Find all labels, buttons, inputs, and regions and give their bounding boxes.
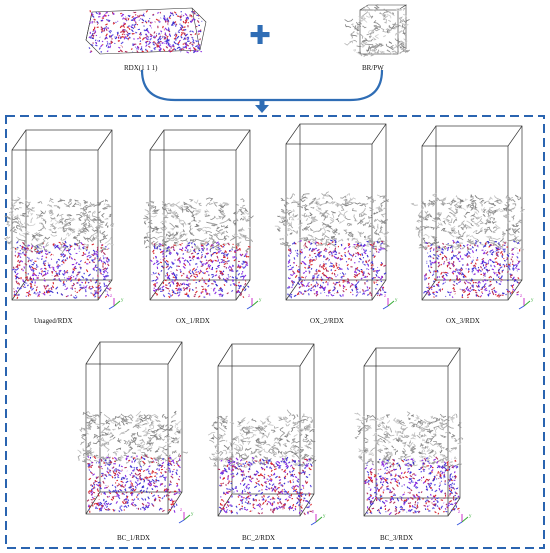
axis-z-label: z — [180, 508, 183, 513]
system-label-bc3: BC_3/RDX — [380, 534, 414, 542]
axis-indicator: zy — [382, 294, 398, 310]
system-label-ox3: OX_3/RDX — [446, 317, 480, 325]
binder-label: BR/PW — [362, 64, 384, 72]
system-label-unaged: Unaged/RDX — [34, 317, 73, 325]
axis-indicator: zy — [518, 294, 534, 310]
binder-layer — [354, 411, 464, 469]
simulation-box-6: zy — [207, 343, 326, 526]
binder-molecule-cube — [344, 4, 410, 57]
rdx-layer — [217, 456, 313, 516]
system-label-bc2: BC_2/RDX — [242, 534, 276, 542]
axis-y-label: y — [121, 298, 124, 303]
down-arrow-icon — [255, 105, 269, 113]
binder-layer — [4, 196, 115, 254]
rdx-layer — [11, 240, 112, 300]
simulation-box-7: zy — [354, 347, 472, 526]
axis-y-label: y — [191, 512, 194, 517]
results-dashed-frame — [5, 115, 545, 549]
axis-indicator: zy — [310, 510, 326, 526]
simulation-box-3: zy — [274, 123, 398, 310]
binder-chains — [344, 4, 410, 57]
axis-z-label: z — [312, 510, 315, 515]
system-label-ox1: OX_1/RDX — [176, 317, 210, 325]
axis-y-label: y — [259, 298, 262, 303]
axis-z-label: z — [520, 294, 523, 299]
system-label-bc1: BC_1/RDX — [117, 534, 151, 542]
simulation-box-1: zy — [4, 129, 124, 310]
rdx-layer — [86, 454, 182, 513]
axis-y-label: y — [395, 298, 398, 303]
simulation-box-5: zy — [77, 341, 194, 524]
axis-indicator: zy — [246, 294, 262, 310]
axis-y-label: y — [469, 514, 472, 519]
plus-icon: ✚ — [249, 21, 271, 51]
rdx-layer — [287, 239, 387, 299]
rdx-layer — [423, 239, 521, 299]
rdx-layer — [150, 241, 251, 299]
system-label-ox2: OX_2/RDX — [310, 317, 344, 325]
binder-layer — [207, 409, 317, 471]
axis-z-label: z — [384, 294, 387, 299]
binder-layer — [77, 410, 188, 467]
rdx-label: RDX(1 1 1) — [124, 64, 158, 72]
simulation-box-2: zy — [143, 129, 262, 310]
axis-indicator: zy — [108, 294, 124, 310]
axis-y-label: y — [531, 298, 534, 303]
simulation-box-4: zy — [410, 125, 534, 310]
axis-z-label: z — [110, 294, 113, 299]
binder-layer — [143, 197, 254, 254]
rdx-layer — [363, 456, 460, 516]
axis-z-label: z — [458, 510, 461, 515]
rdx-crystal-slab — [85, 7, 207, 55]
axis-y-label: y — [323, 514, 326, 519]
binder-layer — [274, 191, 390, 252]
axis-indicator: zy — [456, 510, 472, 526]
axis-indicator: zy — [178, 508, 194, 524]
merge-connector — [140, 69, 384, 102]
rdx-slab-atoms — [88, 10, 203, 54]
axis-z-label: z — [248, 294, 251, 299]
